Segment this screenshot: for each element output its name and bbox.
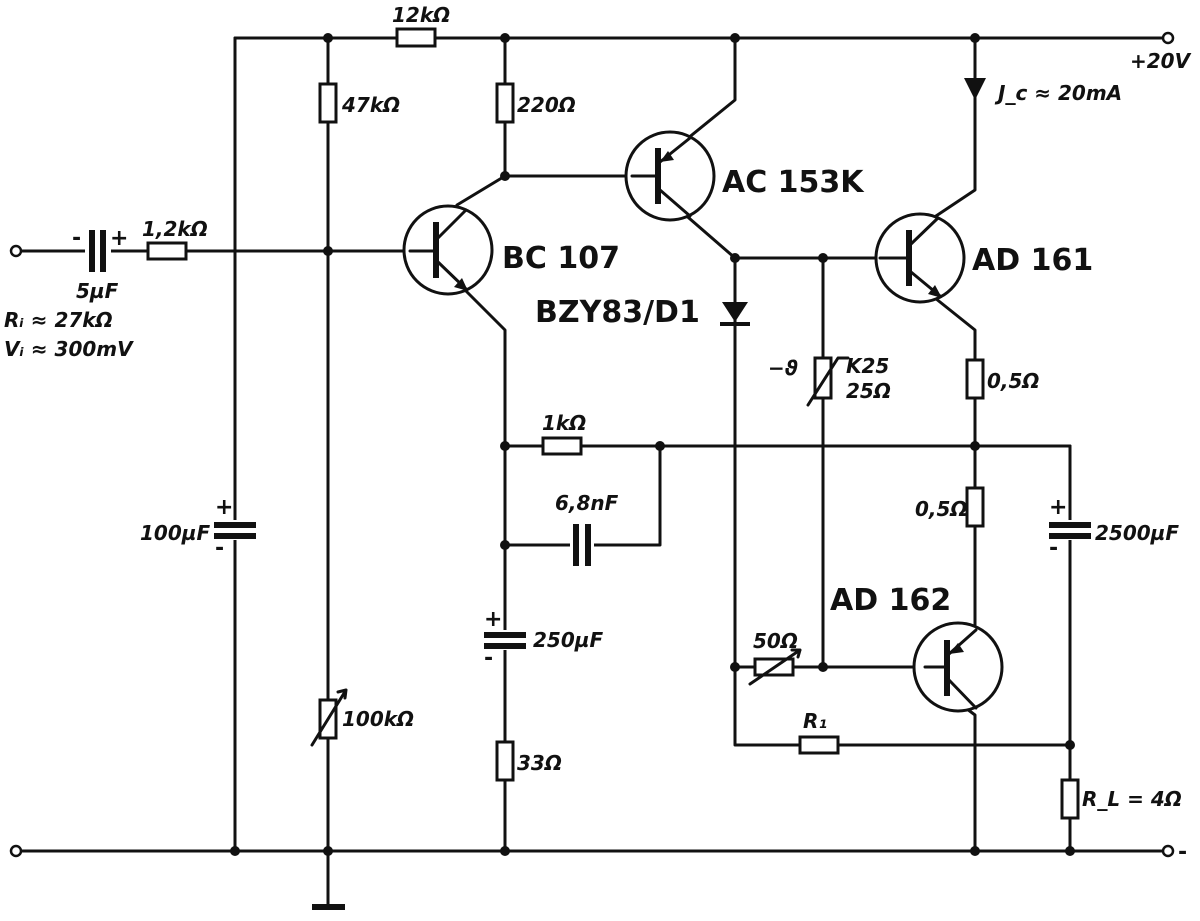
label-r1: R₁: [803, 709, 827, 733]
label-q2: AC 153K: [722, 165, 865, 200]
transistor-bc107: [402, 204, 494, 296]
label-r-1k: 1kΩ: [542, 411, 586, 435]
label-c-100u: 100µF: [140, 521, 210, 545]
ground-terminal-left: [9, 844, 23, 858]
capacitors: [85, 228, 1093, 650]
resistor-1k: [541, 436, 583, 456]
label-r-1k2: 1,2kΩ: [142, 217, 208, 241]
label-r-50: 50Ω: [753, 629, 798, 653]
transistor-ac153k: [624, 130, 716, 222]
svg-text:+: +: [484, 607, 502, 632]
label-ntc-value: 25Ω: [846, 379, 891, 403]
resistor-0-5-b: [965, 486, 985, 528]
resistor-r1: [798, 735, 840, 755]
current-arrow-icon: [964, 78, 986, 100]
label-vi: Vᵢ ≈ 300mV: [4, 337, 134, 361]
transistor-ad162: [912, 621, 1004, 713]
label-minus-terminal: -: [1178, 840, 1187, 865]
label-q3: AD 161: [972, 243, 1093, 278]
label-r-05b: 0,5Ω: [915, 497, 967, 521]
label-r-100k: 100kΩ: [342, 707, 414, 731]
svg-text:-: -: [484, 646, 493, 671]
ground-terminal-right: [1161, 844, 1175, 858]
transistor-ad161: [874, 212, 966, 304]
resistor-220: [495, 82, 515, 124]
label-c-5u: 5µF: [76, 279, 119, 303]
label-rl: R_L = 4Ω: [1082, 787, 1182, 811]
label-diode: BZY83/D1: [535, 295, 700, 330]
resistor-33: [495, 740, 515, 782]
zener-diode: [720, 302, 750, 326]
resistor-1k2: [146, 241, 188, 261]
label-ntc-type: K25: [846, 354, 889, 378]
resistor-12k: [395, 27, 437, 48]
svg-text:-: -: [72, 226, 81, 251]
label-ri: Rᵢ ≈ 27kΩ: [4, 308, 113, 332]
label-supply: +20V: [1130, 49, 1192, 73]
label-r-220: 220Ω: [517, 93, 576, 117]
label-c-250u: 250µF: [533, 628, 603, 652]
label-q1: BC 107: [502, 241, 620, 276]
svg-text:-: -: [1049, 536, 1058, 561]
resistor-rl: [1060, 778, 1080, 820]
supply-terminal: [1161, 31, 1175, 45]
label-q4: AD 162: [830, 583, 951, 618]
label-c-6n8: 6,8nF: [555, 491, 619, 515]
label-ntc-minus: −ϑ: [768, 356, 799, 380]
label-r-47k: 47kΩ: [341, 93, 400, 117]
label-r-12k: 12kΩ: [392, 3, 450, 27]
svg-text:+: +: [1049, 495, 1067, 520]
input-terminal: [9, 244, 23, 258]
wires: [16, 36, 1167, 910]
labels: 12kΩ 47kΩ 220Ω 1,2kΩ 5µF Rᵢ ≈ 27kΩ Vᵢ ≈ …: [4, 3, 1192, 865]
svg-text:+: +: [215, 495, 233, 520]
svg-text:-: -: [215, 536, 224, 561]
junctions: [230, 33, 1075, 856]
label-r-05a: 0,5Ω: [987, 369, 1039, 393]
resistors: [146, 27, 1080, 820]
polarity-signs: - + + - + - + -: [72, 226, 1067, 671]
resistor-47k: [318, 82, 338, 124]
resistor-0-5-a: [965, 358, 985, 400]
label-jc: J_c ≈ 20mA: [994, 81, 1122, 105]
svg-text:+: +: [110, 226, 128, 251]
label-r-33: 33Ω: [517, 751, 562, 775]
label-c-2500u: 2500µF: [1095, 521, 1179, 545]
